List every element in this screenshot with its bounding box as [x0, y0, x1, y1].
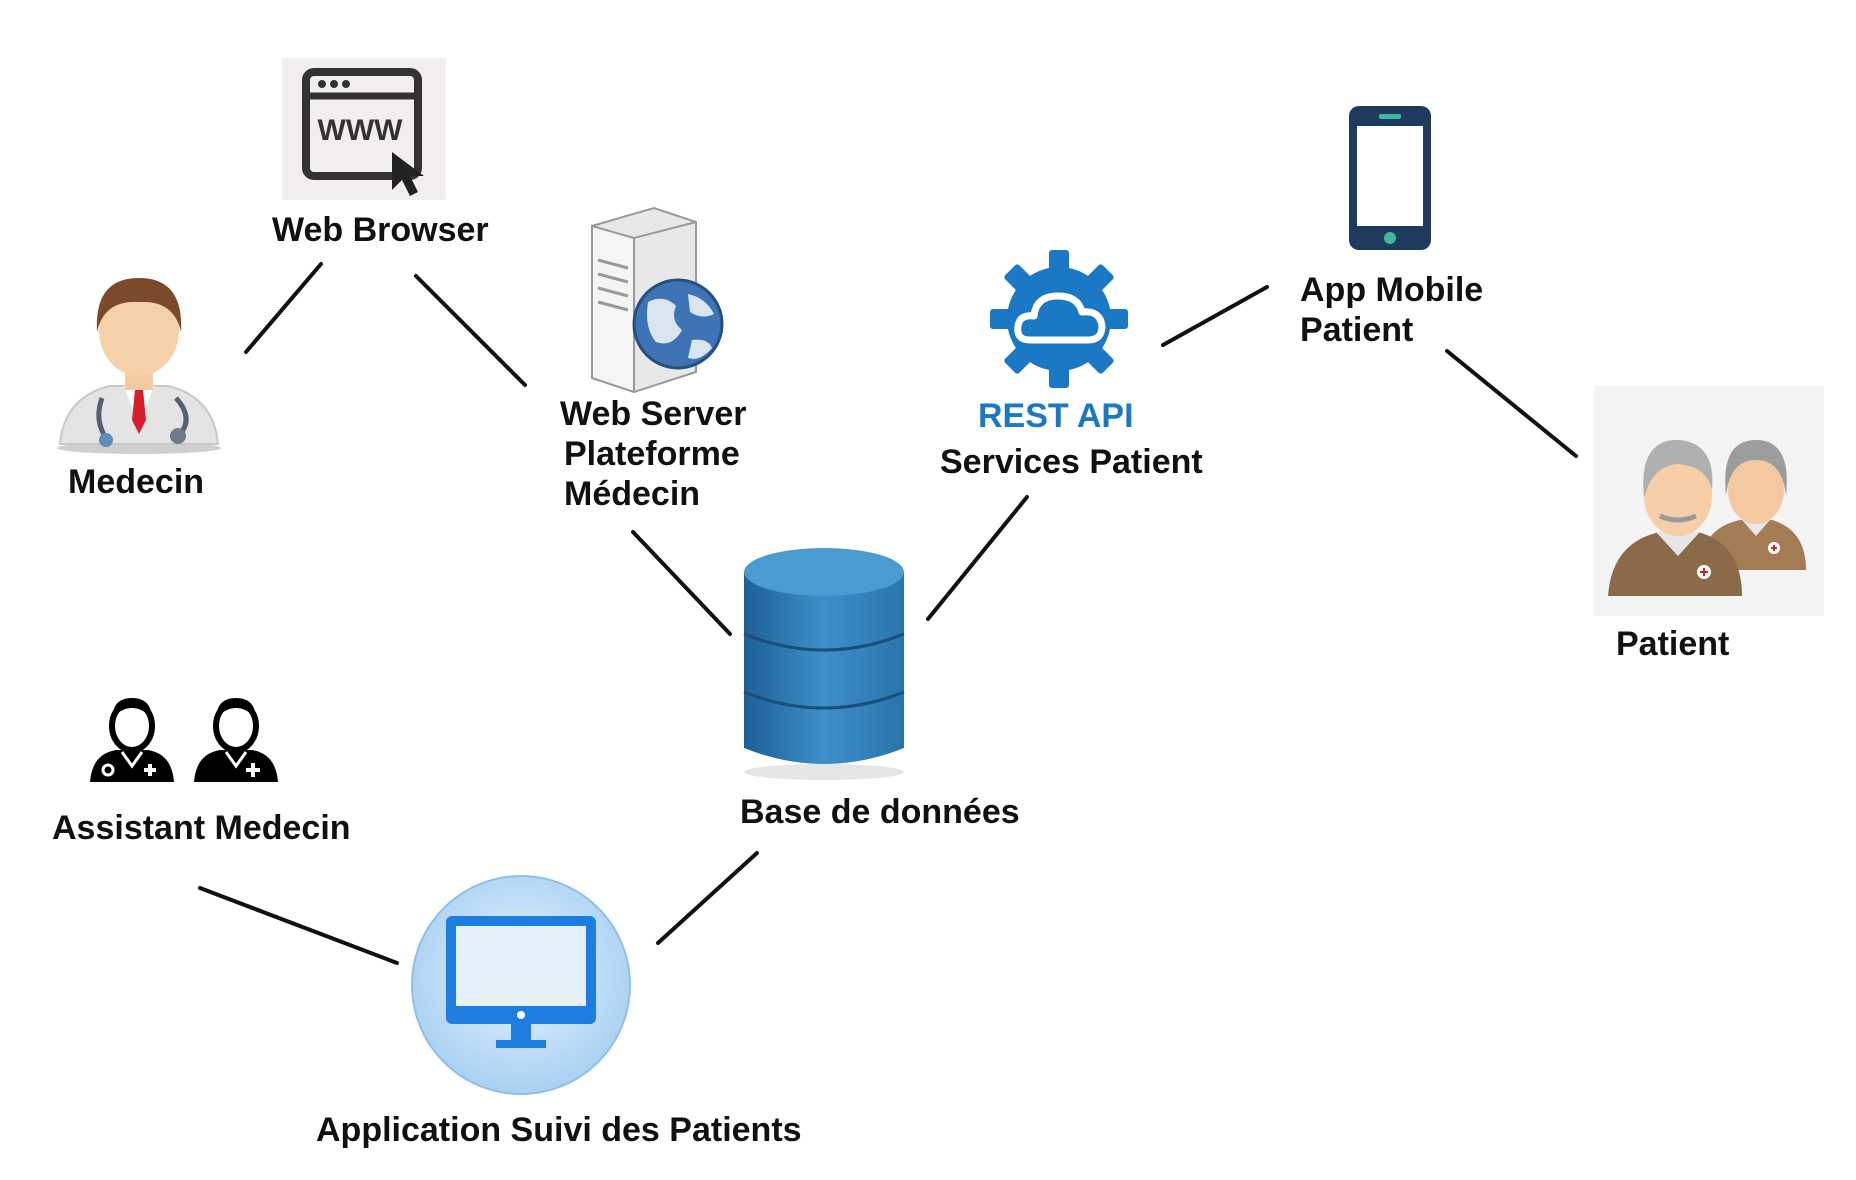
smartphone-icon	[1347, 104, 1433, 252]
www-browser-icon: WWW	[282, 58, 446, 200]
edge-assistant-desktop-app	[198, 886, 399, 965]
medical-staff-icon	[86, 690, 286, 786]
rest-api-subtitle: Services Patient	[940, 443, 1203, 481]
elderly-couple-icon	[1594, 386, 1824, 616]
edge-rest-api-app-mobile	[1161, 285, 1269, 347]
svg-text:WWW: WWW	[318, 114, 404, 147]
database-label: Base de données	[740, 793, 1020, 831]
medecin-label: Medecin	[68, 463, 205, 501]
assistant-medecin-label: Assistant Medecin	[52, 809, 351, 847]
desktop-monitor-icon	[410, 874, 632, 1096]
web-server-line-2: Plateforme	[564, 435, 740, 473]
rest-api-title: REST API	[978, 397, 1134, 435]
edge-app-mobile-patient	[1445, 349, 1578, 458]
database-cylinder-icon	[740, 546, 908, 782]
web-browser-label: Web Browser	[272, 211, 489, 249]
web-server-line-1: Web Server	[560, 395, 747, 433]
edge-desktop-app-database	[656, 851, 759, 945]
edge-web-server-database	[631, 530, 732, 636]
web-server-line-3: Médecin	[564, 475, 701, 513]
edge-database-rest-api	[926, 495, 1029, 621]
edge-medecin-web-browser	[244, 262, 323, 354]
cloud-gear-icon	[988, 248, 1130, 390]
doctor-icon	[54, 248, 224, 458]
app-mobile-line-2: Patient	[1300, 311, 1414, 349]
desktop-app-label: Application Suivi des Patients	[316, 1111, 802, 1149]
app-mobile-label: App Mobile Patient	[1300, 270, 1483, 350]
edge-web-browser-web-server	[414, 274, 527, 387]
server-globe-icon	[584, 202, 730, 396]
app-mobile-line-1: App Mobile	[1300, 271, 1484, 309]
web-server-label: Web Server Plateforme Médecin	[560, 394, 746, 514]
patient-label: Patient	[1616, 625, 1730, 663]
